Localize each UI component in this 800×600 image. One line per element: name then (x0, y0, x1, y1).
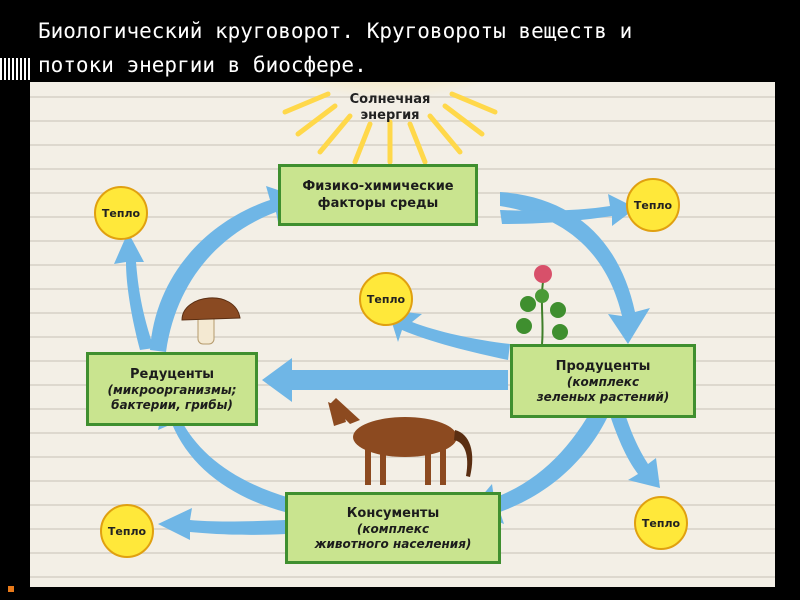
arrow-factors-to-producers (500, 192, 650, 344)
arrow-to-heat-bottom-right (605, 396, 660, 488)
heat-circle-center: Тепло (359, 272, 413, 326)
mushroom-illustration (181, 297, 241, 345)
consumers-title: Консументы (346, 505, 440, 521)
producers-sub-1: (комплекс (566, 374, 640, 389)
heat-label: Тепло (366, 292, 406, 306)
heat-circle-bottom-right: Тепло (634, 496, 688, 550)
consumers-box: Консументы (комплекс животного населения… (285, 492, 501, 564)
reducers-box: Редуценты (микроорганизмы; бактерии, гри… (86, 352, 258, 426)
heat-label: Тепло (101, 206, 141, 220)
producers-title: Продуценты (555, 358, 651, 374)
title-line-2: потоки энергии в биосфере. (38, 53, 367, 77)
slide-title: Биологический круговорот. Круговороты ве… (38, 14, 778, 82)
title-accent-stripes (0, 58, 30, 80)
arrow-to-heat-bottom-left (158, 508, 286, 540)
heat-circle-bottom-left: Тепло (100, 504, 154, 558)
heat-circle-top-left: Тепло (94, 186, 148, 240)
biosphere-cycle-figure: Солнечная энергия Физико-химические факт… (30, 82, 775, 587)
reducers-title: Редуценты (129, 366, 215, 382)
producers-box: Продуценты (комплекс зеленых растений) (510, 344, 696, 418)
consumers-sub-2: животного населения) (314, 536, 472, 551)
factors-box: Физико-химические факторы среды (278, 164, 478, 226)
consumers-sub-1: (комплекс (356, 521, 430, 536)
reducers-sub-2: бактерии, грибы) (111, 397, 233, 412)
sun-label-line-2: энергия (360, 108, 420, 123)
heat-circle-top-right: Тепло (626, 178, 680, 232)
horse-illustration (328, 398, 473, 485)
sun-energy-label: Солнечная энергия (335, 92, 445, 124)
sun-rays (240, 82, 540, 167)
title-line-1: Биологический круговорот. Круговороты ве… (38, 19, 633, 43)
heat-label: Тепло (633, 198, 673, 212)
arrow-to-heat-center (388, 310, 510, 360)
factors-line-2: факторы среды (317, 196, 439, 211)
arrow-to-heat-top-left (114, 232, 154, 350)
sun-label-line-1: Солнечная (349, 92, 431, 107)
heat-label: Тепло (107, 524, 147, 538)
reducers-sub-1: (микроорганизмы; (107, 382, 237, 397)
factors-line-1: Физико-химические (302, 179, 454, 194)
clover-plant-illustration (516, 265, 568, 345)
arrow-producers-to-reducers (262, 358, 508, 402)
slide-marker (8, 586, 14, 592)
heat-label: Тепло (641, 516, 681, 530)
arrow-to-heat-top-right (500, 194, 636, 226)
producers-sub-2: зеленых растений) (536, 389, 670, 404)
